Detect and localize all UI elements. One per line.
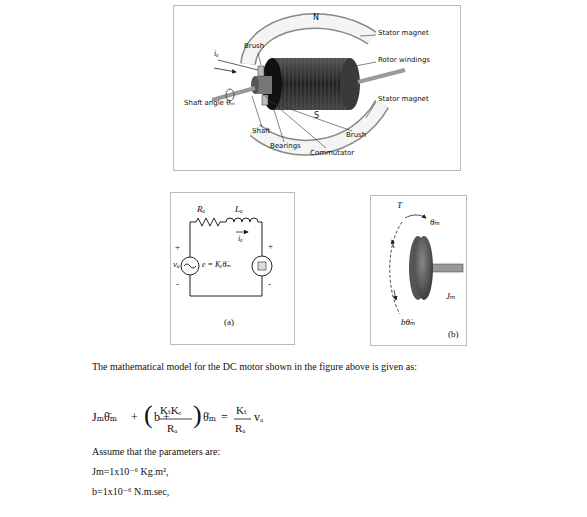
drawing-line xyxy=(265,96,326,148)
drawing-line xyxy=(234,419,251,420)
drawing-line xyxy=(394,290,396,300)
part-name: Brush xyxy=(346,132,366,140)
inertia-label: Jₘ xyxy=(446,292,456,302)
pole-label: S xyxy=(314,112,319,121)
polarity-sign: - xyxy=(268,280,271,290)
current-label: iₐ xyxy=(238,235,243,244)
equation-term: + xyxy=(131,411,138,424)
drawing-line xyxy=(358,70,405,82)
part-name: Stator magnet xyxy=(378,30,429,38)
drawing-path xyxy=(255,104,382,148)
drawing-line xyxy=(214,68,236,72)
text-line: b=1x10⁻⁶ N.m.sec, xyxy=(92,486,169,497)
part-name: Brush xyxy=(244,43,264,51)
text-line: Assume that the parameters are: xyxy=(92,446,220,457)
drawing-circle xyxy=(252,256,272,276)
drawing-line xyxy=(366,102,376,118)
equation-term: Jₘθ̈ₘ xyxy=(92,411,117,424)
part-name: Bearings xyxy=(270,143,301,151)
drawing-ellipse xyxy=(251,76,259,94)
equation-term: KₜKₑ xyxy=(160,404,181,416)
drawing-ellipse xyxy=(415,236,433,300)
drawing-path xyxy=(405,215,426,218)
angle-label: θₘ xyxy=(430,218,440,228)
drawing-rect xyxy=(272,58,350,110)
drawing-rect xyxy=(258,66,264,76)
part-name: Shaft angle θₘ xyxy=(184,100,235,108)
resistor-label: Rₐ xyxy=(197,205,205,215)
inductor-label: Lₐ xyxy=(235,205,243,215)
friction-label: bθ̇ₘ xyxy=(401,318,415,328)
drawing-path xyxy=(184,264,196,268)
drawing-line xyxy=(345,62,376,68)
pole-label: N xyxy=(313,14,319,23)
drawing-rect xyxy=(272,58,350,110)
torque-label: T xyxy=(397,201,402,211)
current-label: iₐ xyxy=(214,50,219,59)
equation-term: θ̇ₘ xyxy=(203,411,216,424)
text-line: Jm=1x10⁻⁶ Kg.m², xyxy=(92,466,169,477)
equation-term: vₐ xyxy=(254,411,263,424)
drawing-line xyxy=(218,60,258,70)
drawing-path xyxy=(190,275,262,296)
drawing-line xyxy=(236,232,248,233)
drawing-path xyxy=(258,222,262,256)
equation-term: Rₐ xyxy=(235,422,245,434)
drawing-line xyxy=(360,35,376,36)
drawing-rect xyxy=(174,6,461,171)
drawing-line xyxy=(252,96,262,127)
equation-term: Kₜ xyxy=(236,404,247,416)
polarity-sign: + xyxy=(268,242,273,252)
drawing-rect xyxy=(262,95,268,105)
back-emf-label: e = Kₑθ̇ₘ xyxy=(202,261,231,270)
equation-term: = xyxy=(221,411,228,424)
drawing-line xyxy=(270,102,352,131)
part-name: Commutator xyxy=(310,150,354,158)
drawing-line xyxy=(212,88,255,100)
drawing-path xyxy=(226,218,258,222)
drawing-path xyxy=(390,222,402,314)
drawing-line xyxy=(258,53,261,65)
drawing-line xyxy=(274,110,284,142)
drawing-path xyxy=(190,218,226,257)
drawing-rect xyxy=(258,262,266,270)
part-name: Rotor windings xyxy=(378,57,430,65)
drawing-rect xyxy=(371,196,467,346)
drawing-circle xyxy=(181,257,199,275)
equation-term: Rₐ xyxy=(167,422,177,434)
equation-paren: ( xyxy=(144,401,153,430)
figure-tag: (b) xyxy=(448,330,459,340)
drawing-line xyxy=(392,240,394,248)
polarity-sign: - xyxy=(176,280,179,290)
drawing-path xyxy=(248,21,372,64)
polarity-sign: + xyxy=(175,243,180,253)
drawing-path xyxy=(255,104,382,148)
figure-tag: (a) xyxy=(224,318,234,328)
text-line: The mathematical model for the DC motor … xyxy=(92,361,417,372)
voltage-label: vₐ xyxy=(173,260,180,270)
drawing-path xyxy=(248,21,372,64)
part-name: Stator magnet xyxy=(378,96,429,104)
equation-paren: ) xyxy=(193,401,202,430)
part-name: Shaft xyxy=(252,128,270,136)
drawing-rect xyxy=(171,193,295,345)
